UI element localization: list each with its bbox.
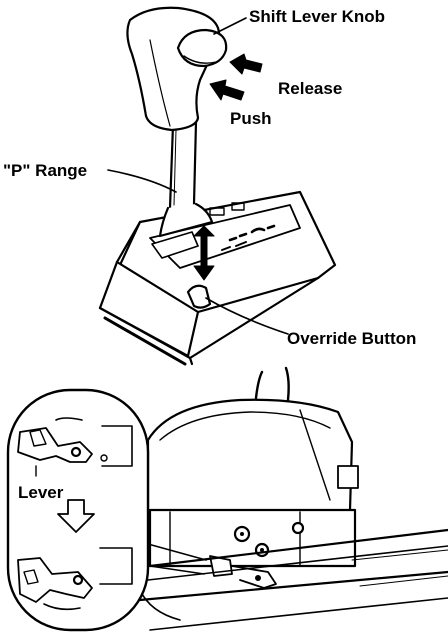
override-button-label: Override Button bbox=[287, 329, 417, 348]
push-label: Push bbox=[230, 109, 272, 128]
lever-label: Lever bbox=[18, 483, 64, 502]
top-illustration bbox=[98, 6, 337, 366]
shift-lever-shaft bbox=[158, 120, 214, 238]
push-arrow-icon bbox=[209, 79, 245, 101]
override-button bbox=[186, 284, 212, 309]
p-range-leader-line bbox=[107, 169, 177, 193]
knob-leader-line bbox=[213, 17, 247, 35]
callout-leader-line bbox=[147, 543, 207, 575]
release-arrow-icon bbox=[229, 53, 263, 75]
vertical-arrow-icon bbox=[193, 225, 215, 281]
shift-lever-knob bbox=[126, 6, 228, 132]
shift-console bbox=[98, 190, 337, 366]
down-arrow-icon bbox=[57, 499, 95, 533]
p-range-label: "P" Range bbox=[3, 161, 88, 180]
override-leader-line bbox=[205, 297, 289, 335]
shifter-assembly bbox=[138, 366, 448, 631]
inset-detail bbox=[6, 388, 150, 632]
bottom-illustration bbox=[6, 366, 448, 632]
release-label: Release bbox=[278, 79, 343, 98]
shift-lever-knob-label: Shift Lever Knob bbox=[249, 7, 386, 26]
